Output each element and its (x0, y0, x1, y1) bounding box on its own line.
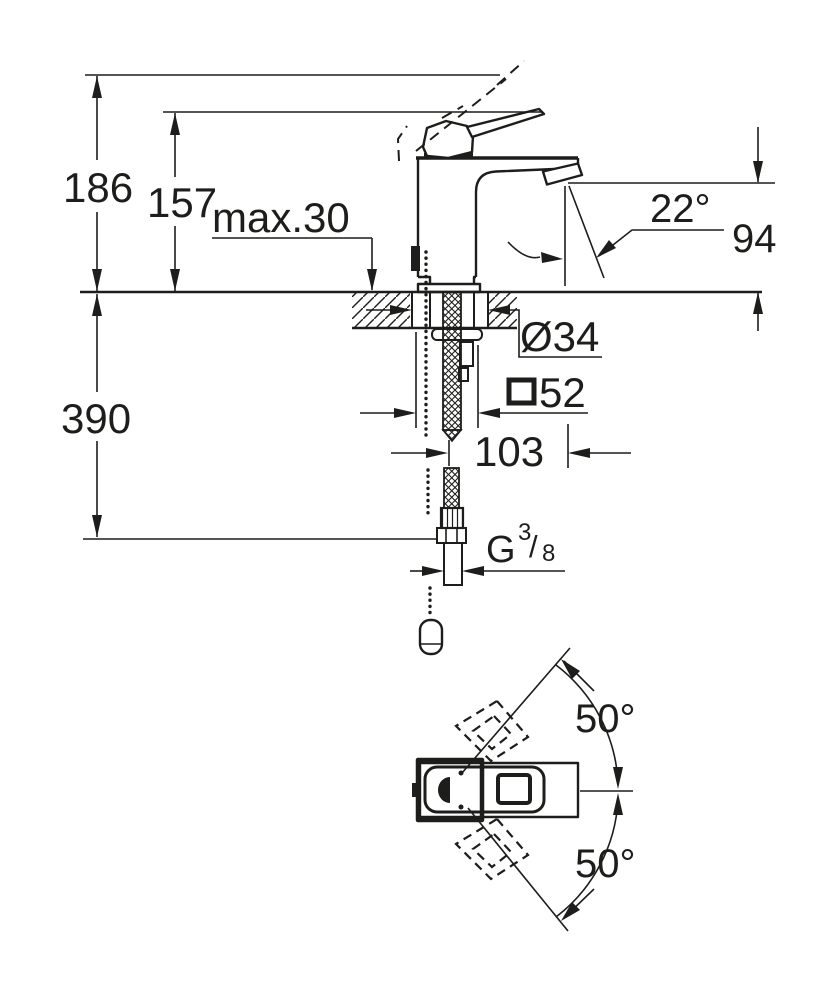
hose-length-label: 390 (61, 395, 131, 442)
pull-rod (418, 250, 444, 656)
swivel-angle-lower-label: 50° (575, 842, 636, 886)
hose-nut (436, 527, 467, 544)
dim-hose-length: 390 (61, 294, 437, 540)
spout-aerator (541, 162, 584, 186)
thread-letter-label: G (486, 529, 516, 571)
side-view: 186 157 max.30 390 (61, 60, 777, 656)
max-thickness-label: max.30 (212, 194, 350, 241)
spout-height-label: 94 (732, 217, 777, 261)
handle-height-label: 157 (147, 179, 217, 226)
swivel-angle-upper-label: 50° (575, 697, 636, 741)
body-square-label: 52 (539, 369, 586, 416)
dim-handle-height: 157 (147, 111, 543, 291)
dim-body-square: 52 (360, 332, 588, 428)
thread-numerator-label: 3 (518, 519, 531, 546)
overall-height-label: 186 (63, 164, 133, 211)
spout-projection-label: 103 (474, 428, 544, 475)
plan-faucet (412, 757, 580, 823)
thread-slash-label: / (529, 529, 538, 564)
thread-tube (443, 542, 463, 586)
square-symbol-icon (506, 377, 537, 406)
dim-stream-angle: 22° (596, 187, 724, 258)
hole-diameter-label: Ø34 (520, 313, 599, 360)
hose-collar (439, 506, 465, 530)
dim-max-thickness: max.30 (212, 194, 377, 291)
plan-view: 50° 50° (412, 647, 636, 932)
dim-swivel-angles: 50° 50° (461, 647, 636, 932)
dim-thread: G 3 / 8 (410, 519, 565, 576)
faucet-body (411, 156, 584, 294)
plan-lever (423, 765, 546, 814)
handle-swivel-positions (454, 699, 530, 881)
plan-aerator (496, 773, 532, 805)
plan-left-tab (412, 783, 419, 797)
thread-denominator-label: 8 (542, 540, 555, 567)
dim-spout-height: 94 (568, 127, 777, 331)
plan-lever-end (438, 777, 450, 803)
popup-rod-socket (411, 246, 420, 271)
supply-hose (436, 291, 467, 586)
stream-angle-label: 22° (650, 187, 711, 231)
pull-rod-knob (418, 618, 444, 656)
faucet-handle (421, 107, 546, 160)
counter-section (80, 290, 762, 330)
dim-hole-diameter: Ø34 (366, 305, 602, 360)
water-stream (507, 185, 605, 286)
dim-overall-height: 186 (63, 74, 500, 291)
dim-spout-projection: 103 (391, 424, 631, 475)
raised-handle-dashed (396, 60, 525, 162)
